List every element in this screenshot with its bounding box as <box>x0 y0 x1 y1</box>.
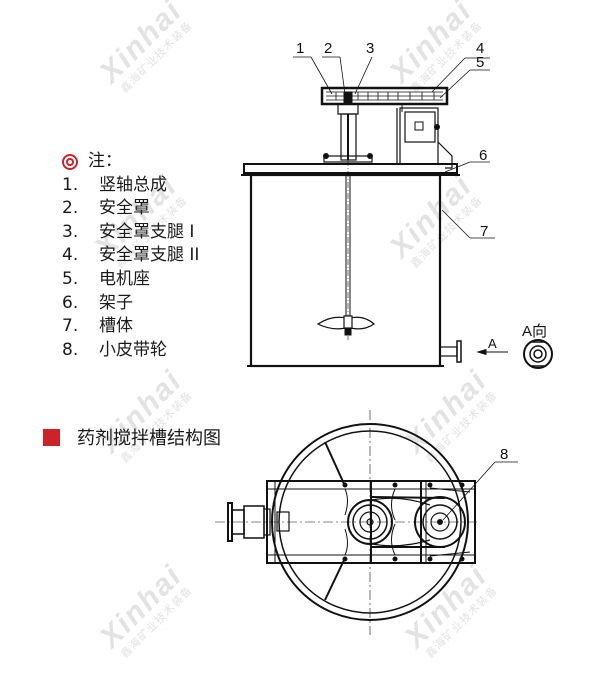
legend-item-number: 3. <box>62 221 79 242</box>
legend-item-label: 安全罩支腿 I <box>99 221 195 242</box>
a-view-flange <box>523 339 553 369</box>
legend-item: 2. 安全罩 <box>62 197 199 221</box>
callout-leaders <box>293 56 495 239</box>
callout-5: 5 <box>476 54 484 71</box>
callout-3: 3 <box>366 40 374 57</box>
legend-item: 3. 安全罩支腿 I <box>62 221 199 245</box>
red-square-icon <box>43 428 60 446</box>
legend-item-label: 架子 <box>99 292 133 313</box>
legend-item: 1. 竖轴总成 <box>62 174 199 198</box>
legend-header: 注： <box>62 150 199 174</box>
legend-item: 6. 架子 <box>62 292 199 316</box>
legend-item-number: 4. <box>62 245 79 266</box>
legend-item-label: 电机座 <box>99 268 150 289</box>
callout-7: 7 <box>480 223 488 240</box>
legend-item-label: 小皮带轮 <box>99 339 167 360</box>
legend-item-label: 竖轴总成 <box>99 174 167 195</box>
callout-labels: 1 2 3 4 5 6 7 8 A A向 <box>296 40 547 463</box>
legend-item-label: 安全罩 <box>99 198 150 219</box>
view-arrow-label: A <box>488 336 497 351</box>
legend-item: 4. 安全罩支腿 II <box>62 244 199 268</box>
section-title-text: 药剂搅拌槽结构图 <box>77 428 221 449</box>
view-label: A向 <box>522 323 547 340</box>
legend-item-number: 6. <box>62 292 79 313</box>
legend-item-number: 5. <box>62 268 79 289</box>
legend-item-number: 8. <box>62 339 79 360</box>
legend-item: 7. 槽体 <box>62 315 199 339</box>
legend-item: 8. 小皮带轮 <box>62 339 199 363</box>
plan-view <box>215 410 518 635</box>
legend: 注： 1. 竖轴总成 2. 安全罩 3. 安全罩支腿 I 4. 安全罩支腿 II 5. 电… <box>62 150 199 362</box>
legend-header-text: 注： <box>88 151 122 171</box>
legend-item-number: 1. <box>62 174 79 195</box>
callout-8: 8 <box>500 446 508 463</box>
legend-item-label: 安全罩支腿 II <box>99 245 200 266</box>
callout-1: 1 <box>296 40 304 57</box>
callout-4: 4 <box>476 40 484 57</box>
double-circle-icon <box>62 153 78 170</box>
section-title: 药剂搅拌槽结构图 <box>43 424 221 450</box>
legend-item-number: 7. <box>62 316 79 337</box>
callout-2: 2 <box>324 40 332 57</box>
legend-item-number: 2. <box>62 198 79 219</box>
callout-6: 6 <box>479 147 487 164</box>
front-elevation <box>241 86 462 368</box>
legend-item: 5. 电机座 <box>62 268 199 292</box>
legend-item-label: 槽体 <box>99 316 133 337</box>
